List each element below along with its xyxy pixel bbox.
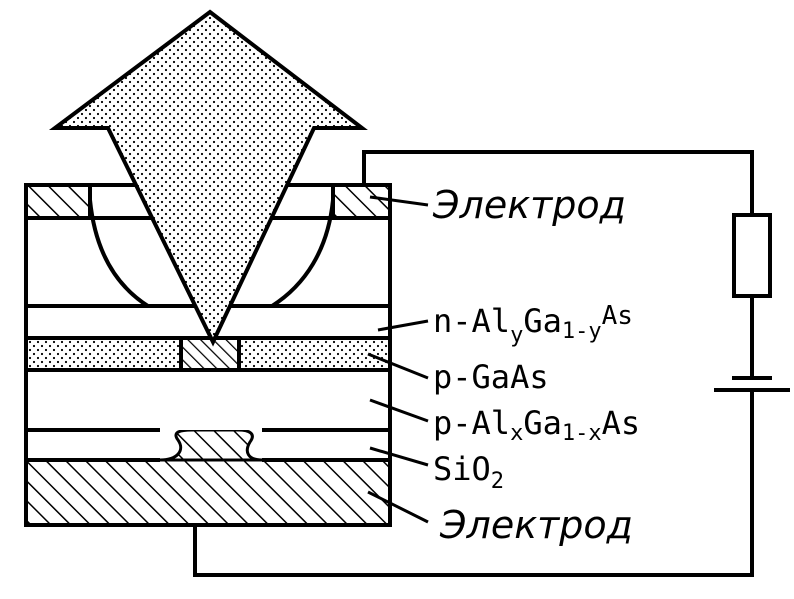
light-emission-arrow: [48, 9, 368, 347]
p-gaas-active: [181, 338, 239, 370]
top-electrode-right: [331, 183, 392, 220]
top-electrode-left: [24, 183, 92, 220]
label-p-mid: Ga: [523, 404, 562, 442]
etched-well-right: [270, 199, 335, 308]
label-sio2: SiO2: [433, 450, 504, 494]
battery: [714, 376, 790, 392]
label-sio2-prefix: SiO: [433, 450, 491, 488]
label-n-algaas: n-AlyGa1-yAs: [433, 301, 633, 348]
leader-n-layer: [377, 319, 429, 332]
label-n-sub1: y: [510, 323, 523, 348]
label-p-sub2: 1-x: [562, 421, 602, 446]
label-electrode-top: Электрод: [432, 183, 626, 227]
leader-electrode-top: [369, 195, 429, 207]
etched-well-left: [88, 199, 150, 308]
leader-lines: [367, 195, 429, 524]
wire-top: [362, 150, 754, 215]
label-p-sub1: x: [510, 421, 523, 446]
resistor: [732, 213, 772, 298]
p-algaas-layer: [26, 370, 390, 430]
leader-sio2: [369, 446, 429, 467]
label-p-suffix: As: [602, 404, 641, 442]
label-n-sub2: 1-y: [562, 319, 602, 344]
label-n-prefix: n-Al: [433, 302, 510, 340]
label-sio2-sub: 2: [491, 469, 504, 494]
leader-p-gaas: [367, 352, 429, 380]
label-p-prefix: p-Al: [433, 404, 510, 442]
label-n-suffix: As: [602, 301, 633, 331]
label-p-gaas: p-GaAs: [433, 358, 549, 396]
wire-bottom: [193, 390, 754, 577]
label-electrode-bottom: Электрод: [439, 503, 633, 547]
label-n-mid: Ga: [523, 302, 562, 340]
circuit: [193, 150, 754, 577]
leader-p-layer: [369, 398, 429, 423]
p-gaas-left: [26, 338, 181, 370]
leader-electrode-bottom: [367, 490, 429, 524]
p-gaas-right: [239, 338, 390, 370]
label-p-algaas: p-AlxGa1-xAs: [433, 404, 640, 446]
bottom-electrode: [26, 460, 390, 525]
